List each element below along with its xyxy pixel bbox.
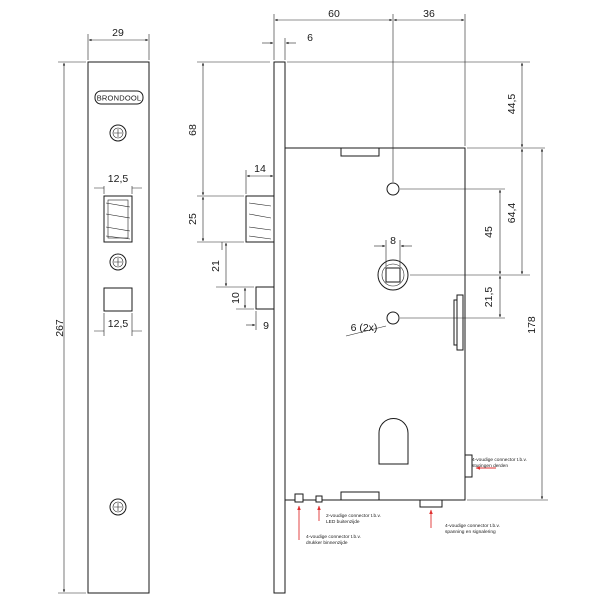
dim-bolt-width: 12,5 (108, 318, 129, 330)
bolt-profile (255, 286, 275, 310)
dim-44-5: 44,5 (506, 94, 518, 115)
note-button-line2: drukker binnenzijde (306, 540, 348, 546)
dim-60: 60 (328, 8, 340, 20)
brand-logo-text: BRONDOOL (97, 94, 142, 103)
dim-8: 8 (390, 235, 396, 247)
dim-14: 14 (254, 163, 266, 175)
dim-width: 29 (112, 27, 124, 39)
side-view: 68 25 14 21 10 9 (187, 61, 285, 332)
note-power-line2: spanning en signalering (445, 529, 496, 535)
dim-height: 267 (54, 319, 66, 337)
lock-case (284, 147, 466, 501)
note-right-line1: 4-voudige connector t.b.v. (472, 457, 527, 463)
note-led-line1: 2-voudige connector t.b.v. (326, 513, 381, 519)
screw-top-icon (109, 124, 127, 142)
note-power-line1: 4-voudige connector t.b.v. (445, 523, 500, 529)
note-right-line2: sturingen derden (472, 463, 508, 469)
side-notch (456, 294, 464, 351)
note-button-line1: 4-voudige connector t.b.v. (306, 534, 361, 540)
connector-bottom-right (419, 499, 443, 508)
dim-68: 68 (187, 124, 199, 136)
brand-logo (94, 90, 144, 105)
lower-hole (386, 311, 400, 325)
dim-9: 9 (263, 320, 269, 332)
cylinder-cutout (378, 418, 409, 465)
spindle-follower (377, 259, 409, 291)
connector-annotations: 4-voudige connector t.b.v. sturingen der… (297, 457, 527, 546)
dim-6: 6 (307, 32, 313, 44)
screw-bottom-icon (109, 498, 127, 516)
dim-21: 21 (210, 260, 222, 272)
top-slot (340, 148, 380, 157)
latch-tongue (245, 195, 275, 243)
faceplate-outline (87, 61, 150, 594)
note-led-line2: LED buitenzijde (326, 519, 360, 525)
dim-10: 10 (230, 292, 242, 304)
dim-21-5: 21,5 (483, 287, 495, 308)
connector-led (315, 495, 323, 503)
dim-latch-width: 12,5 (108, 173, 129, 185)
bolt-opening (103, 287, 133, 312)
dim-25: 25 (187, 213, 199, 225)
lock-body-view: 60 36 6 44,5 45 64,4 21,5 178 8 6 (2x (262, 8, 548, 594)
dim-64-4: 64,4 (506, 203, 518, 224)
dim-178: 178 (526, 316, 538, 334)
forend-plate (273, 61, 286, 594)
bottom-slot (340, 491, 380, 500)
dim-6-2x: 6 (2x) (351, 322, 378, 334)
connector-bottom-left (294, 493, 304, 503)
screw-middle-icon (109, 253, 127, 271)
dim-45: 45 (483, 226, 495, 238)
faceplate-view: BRONDOOL 29 (54, 27, 150, 594)
latch-opening (103, 195, 133, 243)
connector-right (464, 454, 473, 478)
dim-36: 36 (423, 8, 435, 20)
upper-hole (386, 182, 400, 196)
